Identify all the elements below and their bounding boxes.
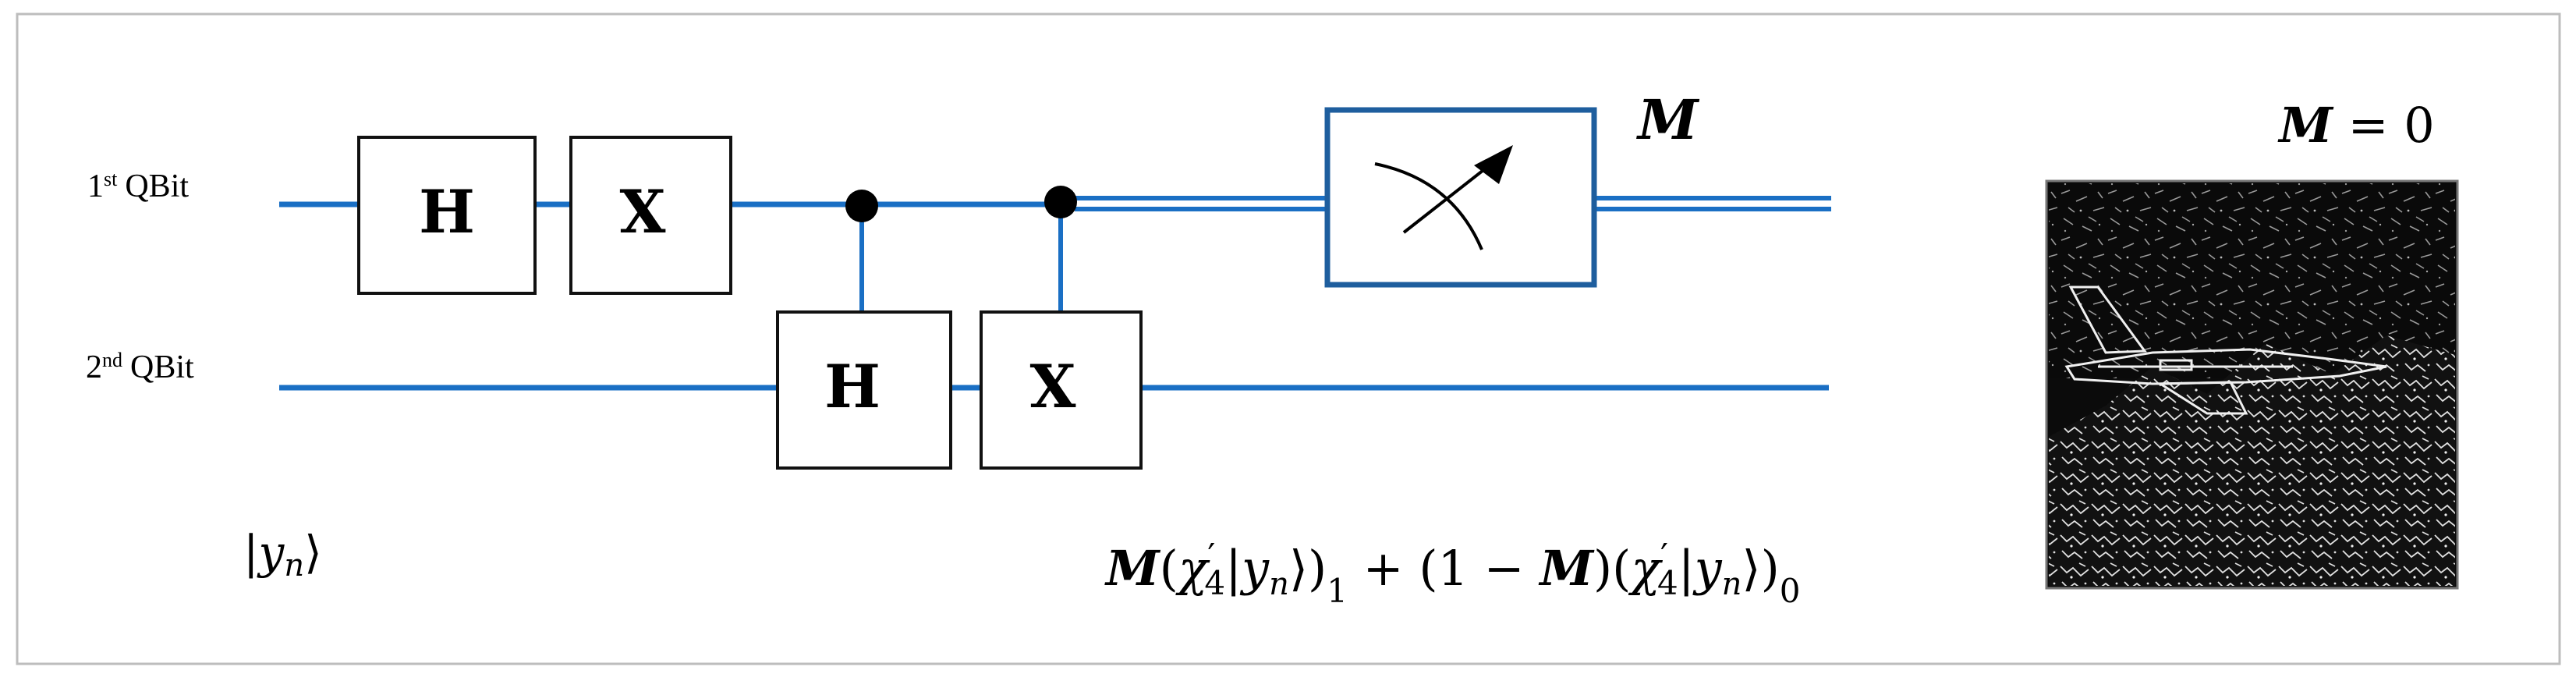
gate-h-qubit-1: H: [357, 136, 537, 295]
result-title: M = 0: [2277, 97, 2434, 154]
measurement-label: M: [1636, 87, 1700, 152]
control-dot-x: [1044, 186, 1077, 218]
input-state-label: |yn⟩: [243, 526, 322, 583]
output-expression: M(χ′4|yn⟩)1 + (1 − M)(χ′4|yn⟩)0: [1104, 537, 1801, 610]
svg-text:X: X: [620, 177, 666, 247]
gate-controlled-x: X: [980, 310, 1143, 470]
gate-controlled-h: H: [776, 310, 952, 470]
meter-needle-icon: [1402, 166, 1488, 234]
svg-text:X: X: [1030, 352, 1076, 421]
svg-text:H: H: [824, 352, 881, 421]
svg-text:H: H: [419, 177, 475, 247]
measurement-gate: [1324, 107, 1597, 288]
meter-arrow-icon: [1474, 145, 1513, 184]
aircraft-outline: [2064, 286, 2387, 415]
edge-detected-image: [2045, 179, 2459, 590]
gate-x-qubit-1: X: [569, 136, 732, 295]
meter-arc-icon: [1374, 162, 1483, 250]
control-dot-h: [845, 190, 878, 222]
